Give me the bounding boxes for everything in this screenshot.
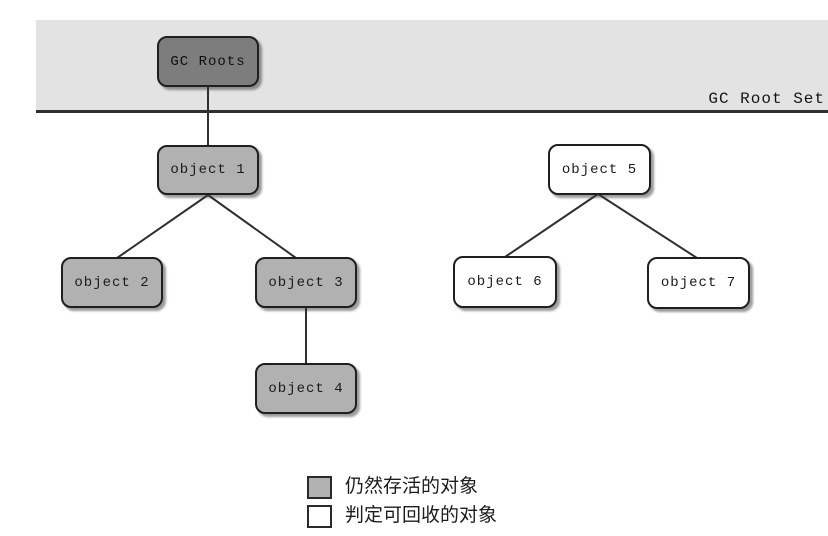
node-gc-roots: GC Roots: [157, 36, 259, 87]
legend-item-collectible: 判定可回收的对象: [307, 504, 497, 528]
legend: 仍然存活的对象 判定可回收的对象: [307, 475, 497, 533]
node-object-7-label: object 7: [660, 275, 737, 291]
edge-object1-object2: [116, 194, 209, 259]
legend-label-collectible: 判定可回收的对象: [345, 505, 498, 526]
legend-item-alive: 仍然存活的对象: [307, 475, 497, 499]
legend-label-alive: 仍然存活的对象: [345, 476, 479, 497]
node-object-3: object 3: [255, 257, 357, 308]
node-gc-roots-label: GC Roots: [170, 53, 246, 70]
legend-swatch-alive: [307, 475, 332, 499]
node-object-2-label: object 2: [74, 274, 150, 291]
edge-object1-object3: [207, 194, 297, 259]
node-object-6: object 6: [453, 256, 557, 308]
node-object-2: object 2: [61, 257, 163, 308]
node-object-4-label: object 4: [268, 380, 344, 397]
node-object-5-label: object 5: [561, 161, 638, 178]
node-object-1: object 1: [157, 145, 259, 195]
node-object-5: object 5: [548, 144, 651, 195]
node-object-4: object 4: [255, 363, 357, 414]
edge-object5-object6: [504, 193, 599, 258]
node-object-3-label: object 3: [268, 274, 344, 291]
legend-swatch-collectible: [307, 504, 332, 528]
node-object-7: object 7: [647, 257, 750, 309]
node-object-6-label: object 6: [467, 274, 543, 290]
edge-object5-object7: [597, 193, 698, 259]
gc-root-set-label: GC Root Set: [708, 90, 825, 108]
node-object-1-label: object 1: [170, 162, 246, 178]
